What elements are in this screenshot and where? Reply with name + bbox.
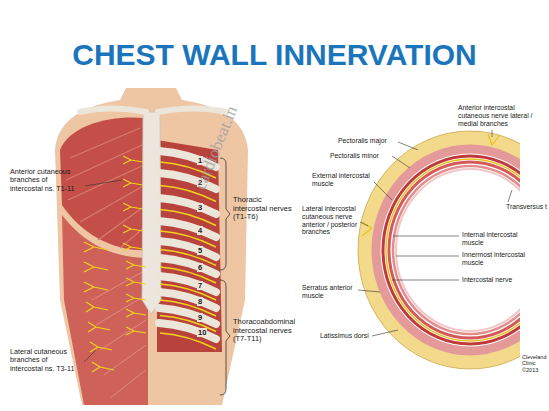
lateral-cutaneous-branch	[88, 322, 110, 332]
rib-number: 5	[197, 246, 203, 255]
lateral-cutaneous-branch	[90, 342, 112, 352]
leader-line	[392, 156, 410, 168]
cross-section	[358, 131, 520, 369]
cross-section	[365, 138, 520, 362]
cross-section	[376, 149, 520, 351]
intercostal-nerve-line	[160, 284, 216, 300]
lateral-cutaneous-branch	[84, 282, 108, 292]
leader-line	[508, 190, 512, 202]
lateral-cutaneous-branch	[84, 262, 108, 272]
cross-section	[383, 156, 520, 344]
copyright-note: Cleveland Clinic ©2013	[522, 354, 547, 373]
intercostal-nerve-line	[160, 250, 216, 266]
anterior-cutaneous-branch	[123, 243, 143, 251]
title: CHEST WALL INNERVATION	[0, 38, 549, 73]
clavicle	[80, 109, 226, 113]
lateral-cutaneous-branch	[84, 242, 108, 252]
rib	[159, 198, 216, 214]
part-label: External intercostal muscle	[312, 172, 372, 188]
part-label: Pectoralis minor	[330, 152, 379, 160]
part-label: Lateral intercostal cutaneous nerve ante…	[302, 205, 358, 236]
rib-number: 4	[197, 226, 203, 235]
part-label: Latissimus dorsi	[320, 332, 369, 340]
rib-number: 6	[197, 263, 203, 272]
bracket	[220, 158, 230, 395]
part-label: Serratus anterior muscle	[302, 284, 356, 300]
anterior-cutaneous-branch	[126, 261, 146, 269]
rib-number: 9	[197, 313, 203, 322]
anterior-cutaneous-branch	[123, 179, 143, 187]
cross-section	[389, 162, 520, 338]
anterior-cutaneous-branch	[123, 156, 146, 335]
cutaneous-nerve-branch	[362, 222, 372, 236]
leader-line	[84, 180, 122, 362]
torso-skin	[55, 88, 248, 405]
rib-number: 8	[197, 297, 203, 306]
bracket	[220, 280, 230, 395]
rib-number: 10	[197, 328, 207, 337]
part-label: Internal intercostal muscle	[462, 231, 532, 247]
cross-section	[393, 166, 520, 334]
intercostal-nerve-line	[160, 333, 216, 349]
clavicle	[80, 109, 146, 113]
intercostal-nerve-line	[160, 316, 216, 332]
cutaneous-nerve-branch	[362, 134, 500, 236]
part-label: Intercostal nerve	[462, 276, 512, 284]
abdominal-muscle	[62, 215, 148, 405]
anterior-cutaneous-branch	[126, 327, 146, 335]
leader-line	[358, 290, 380, 292]
lateral-cutaneous-branch	[84, 242, 114, 372]
intercostal-nerve-line	[160, 300, 216, 316]
anterior-cutaneous-branch	[126, 294, 146, 302]
nerve-label: Lateral cutaneous branches of intercosta…	[10, 348, 80, 373]
abdominal-muscle	[62, 215, 148, 405]
rib-number: 3	[197, 203, 203, 212]
nerve-label: Anterior cutaneous branches of intercost…	[10, 168, 82, 193]
leader-line	[85, 180, 122, 186]
anterior-cutaneous-branch	[123, 225, 143, 233]
torso-skin	[55, 88, 248, 405]
pectoral-muscle	[66, 128, 147, 248]
cross-section	[358, 131, 520, 369]
abdominal-muscle	[92, 270, 146, 398]
cutaneous-nerve-branch	[488, 134, 500, 145]
cross-section	[396, 169, 520, 331]
leader-line	[398, 142, 418, 150]
part-label: Anterior intercostal cutaneous nerve lat…	[458, 104, 544, 127]
leader-line	[392, 280, 459, 281]
bracket-label: Thoracoabdominal intercostal nerves (T7-…	[233, 318, 297, 344]
clavicle	[158, 109, 226, 113]
intercostal-nerve-line	[160, 231, 216, 247]
lateral-cutaneous-branch	[92, 362, 114, 372]
cross-section	[386, 159, 520, 341]
anterior-cutaneous-branch	[123, 203, 143, 211]
rib-number: 7	[197, 281, 203, 290]
part-label: Transversus t	[506, 203, 547, 211]
leader-line	[396, 256, 459, 257]
lateral-cutaneous-branch	[86, 302, 108, 312]
rib	[159, 221, 216, 237]
leader-line	[393, 236, 459, 237]
bracket-label: Thoracic intercostal nerves (T1-T6)	[233, 196, 297, 222]
watermark: cardiobeat.in	[191, 103, 242, 192]
leader-line	[360, 222, 368, 226]
intercostal-nerve-line	[160, 267, 216, 283]
part-label: Innermost intercostal muscle	[462, 251, 532, 267]
bracket	[220, 158, 230, 270]
intercostal-nerve-line	[160, 210, 216, 226]
anterior-cutaneous-branch	[123, 156, 143, 164]
part-label: Pectoralis major	[338, 137, 387, 145]
rib	[159, 323, 216, 339]
leader-line	[372, 330, 398, 336]
leader-line	[374, 182, 392, 200]
leader-line	[84, 350, 96, 362]
anterior-cutaneous-branch	[126, 278, 146, 286]
leader-line	[492, 130, 493, 137]
anterior-cutaneous-branch	[126, 309, 146, 317]
